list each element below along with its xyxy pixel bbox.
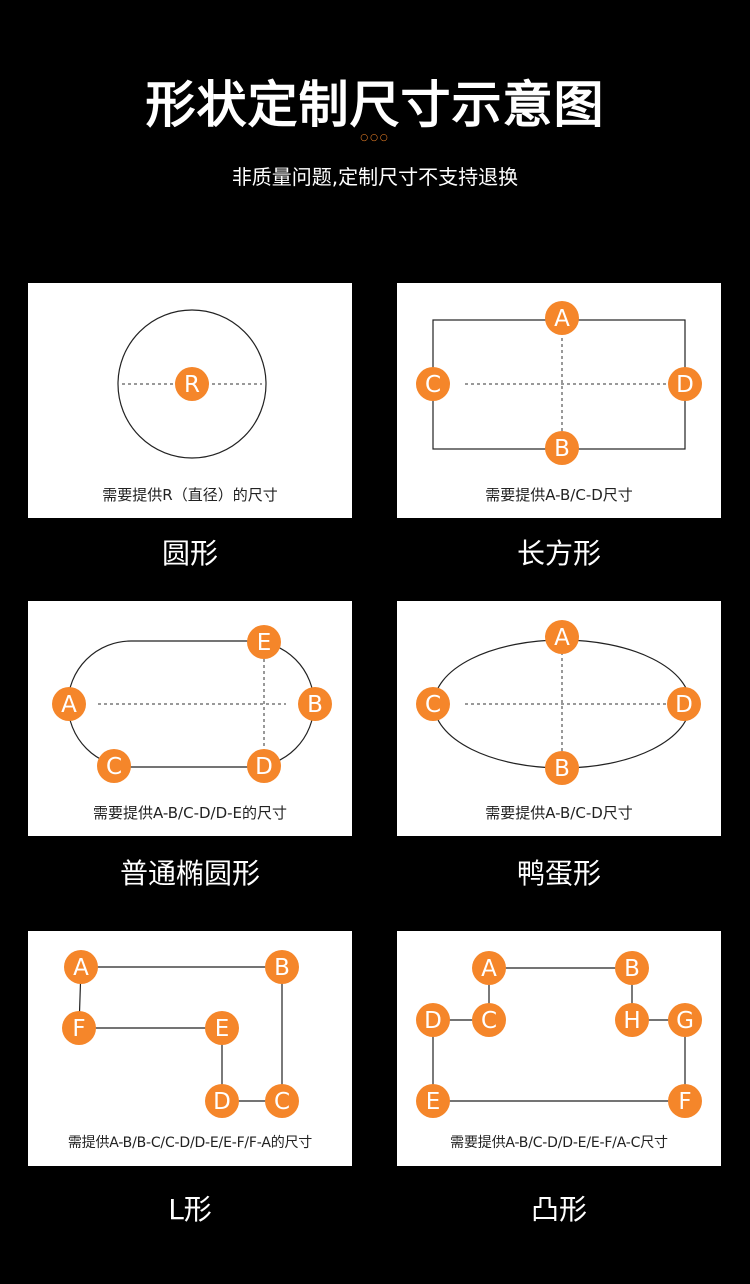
shape-label-stadium: 普通椭圆形 xyxy=(119,857,260,890)
marker-a: A xyxy=(545,620,579,654)
svg-text:B: B xyxy=(274,955,290,981)
shape-label-l: L形 xyxy=(168,1193,212,1226)
shape-caption: 需要提供A-B/C-D尺寸 xyxy=(485,804,633,822)
svg-text:A: A xyxy=(73,955,89,981)
svg-text:B: B xyxy=(624,956,640,982)
marker-g: G xyxy=(668,1003,702,1037)
svg-text:B: B xyxy=(554,756,570,782)
circle-diagram: R xyxy=(117,309,267,459)
svg-text:C: C xyxy=(274,1089,290,1115)
svg-text:H: H xyxy=(623,1008,640,1034)
marker-b: B xyxy=(615,951,649,985)
shape-label-ellipse: 鸭蛋形 xyxy=(516,857,601,890)
shape-caption: 需要提供A-B/C-D尺寸 xyxy=(485,486,633,504)
marker-f: F xyxy=(668,1084,702,1118)
svg-text:A: A xyxy=(554,625,570,651)
l-shape-outline xyxy=(78,966,283,1102)
rectangle-diagram: A B C D xyxy=(416,301,702,465)
shape-label-convex: 凸形 xyxy=(530,1193,587,1226)
svg-text:F: F xyxy=(72,1016,85,1042)
svg-text:D: D xyxy=(424,1008,442,1034)
svg-text:D: D xyxy=(675,692,693,718)
marker-e: E xyxy=(247,625,281,659)
marker-c: C xyxy=(265,1084,299,1118)
convex-shape-outline xyxy=(432,967,686,1102)
page-title: 形状定制尺寸示意图 xyxy=(145,76,605,134)
marker-a: A xyxy=(64,950,98,984)
marker-r: R xyxy=(175,367,209,401)
svg-text:A: A xyxy=(554,306,570,332)
marker-d: D xyxy=(416,1003,450,1037)
l-shape-diagram: A B C D E F xyxy=(62,950,299,1118)
svg-text:D: D xyxy=(676,372,694,398)
svg-text:D: D xyxy=(255,754,273,780)
shape-card-rectangle: A B C D 需要提供A-B/C-D尺寸 xyxy=(397,283,721,518)
shape-card-l: A B C D E F 需提供A-B/B-C/C-D/D-E/E-F/F-A的尺… xyxy=(28,931,352,1166)
marker-c: C xyxy=(97,749,131,783)
marker-f: F xyxy=(62,1011,96,1045)
marker-b: B xyxy=(265,950,299,984)
marker-a: A xyxy=(472,951,506,985)
svg-text:B: B xyxy=(554,436,570,462)
marker-d: D xyxy=(247,749,281,783)
shape-caption: 需要提供A-B/C-D/D-E/E-F/A-C尺寸 xyxy=(450,1135,668,1151)
svg-text:C: C xyxy=(425,692,441,718)
marker-b: B xyxy=(298,687,332,721)
stadium-diagram: A B C D E xyxy=(52,625,332,783)
shape-caption: 需提供A-B/B-C/C-D/D-E/E-F/F-A的尺寸 xyxy=(67,1135,313,1151)
shape-card-ellipse: A B C D 需要提供A-B/C-D尺寸 xyxy=(397,601,721,836)
marker-a: A xyxy=(545,301,579,335)
svg-text:B: B xyxy=(307,692,323,718)
svg-text:C: C xyxy=(481,1008,497,1034)
shape-label-circle: 圆形 xyxy=(161,537,218,570)
marker-d: D xyxy=(668,367,702,401)
marker-e: E xyxy=(416,1084,450,1118)
marker-c: C xyxy=(416,367,450,401)
svg-text:F: F xyxy=(678,1089,691,1115)
svg-text:A: A xyxy=(61,692,77,718)
svg-text:E: E xyxy=(426,1089,441,1115)
svg-text:R: R xyxy=(184,372,200,398)
marker-h: H xyxy=(615,1003,649,1037)
convex-shape-diagram: A B C D E F G H xyxy=(416,951,702,1118)
shape-caption: 需要提供A-B/C-D/D-E的尺寸 xyxy=(92,804,288,822)
svg-text:E: E xyxy=(257,630,272,656)
marker-b: B xyxy=(545,751,579,785)
marker-b: B xyxy=(545,431,579,465)
shape-card-stadium: A B C D E 需要提供A-B/C-D/D-E的尺寸 xyxy=(28,601,352,836)
marker-a: A xyxy=(52,687,86,721)
svg-text:A: A xyxy=(481,956,497,982)
marker-e: E xyxy=(205,1011,239,1045)
title-decoration-dots: ○○○ xyxy=(360,133,390,143)
ellipse-diagram: A B C D xyxy=(416,620,701,785)
marker-d: D xyxy=(205,1084,239,1118)
shape-label-rectangle: 长方形 xyxy=(516,537,601,570)
shape-caption: 需要提供R（直径）的尺寸 xyxy=(102,486,278,504)
svg-text:G: G xyxy=(676,1008,694,1034)
shape-card-convex: A B C D E F G H 需要提供A-B/C-D/D-E/E-F/A-C尺… xyxy=(397,931,721,1166)
marker-c: C xyxy=(416,687,450,721)
shape-card-circle: R 需要提供R（直径）的尺寸 xyxy=(28,283,352,518)
svg-text:D: D xyxy=(213,1089,231,1115)
svg-text:C: C xyxy=(425,372,441,398)
marker-c: C xyxy=(472,1003,506,1037)
marker-d: D xyxy=(667,687,701,721)
svg-text:C: C xyxy=(106,754,122,780)
page-subtitle: 非质量问题,定制尺寸不支持退换 xyxy=(231,165,519,189)
circle-outline xyxy=(117,309,267,459)
svg-text:E: E xyxy=(215,1016,230,1042)
